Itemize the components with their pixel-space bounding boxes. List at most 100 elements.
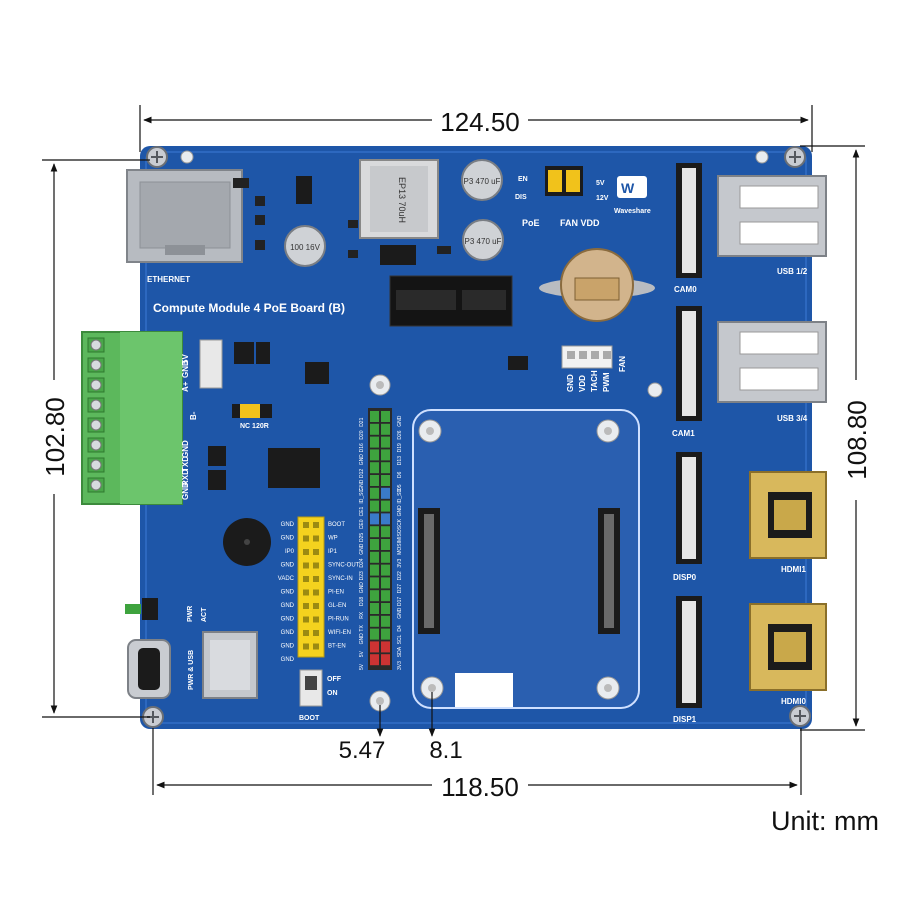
gpio-pin <box>370 436 390 448</box>
disp1-connector <box>676 596 702 708</box>
gpio-pin-label: GND <box>397 607 403 619</box>
capacitor-3: 100 16V <box>284 225 326 267</box>
gpio-mounting-hole-icon <box>369 690 391 712</box>
svg-text:PoE: PoE <box>522 218 540 228</box>
gpio-pin-label: D20 <box>359 430 365 439</box>
terminal-label: 5V <box>181 354 190 364</box>
svg-text:FAN VDD: FAN VDD <box>560 218 600 228</box>
svg-text:W: W <box>621 180 635 196</box>
buzzer <box>223 518 271 566</box>
terminal-screw-icon <box>87 337 105 353</box>
svg-text:5V: 5V <box>596 180 605 187</box>
poe-transformer: EP13 70uH <box>359 159 439 239</box>
gpio-pin-label: CE0 <box>359 519 365 529</box>
svg-text:EP13 70uH: EP13 70uH <box>397 177 407 223</box>
gpio-pin-label: GND <box>359 582 365 594</box>
jumper-pin-label: GND <box>281 590 295 596</box>
svg-text:HDMI0: HDMI0 <box>781 697 806 706</box>
gpio-pin <box>370 526 390 538</box>
svg-text:OFF: OFF <box>327 676 342 683</box>
gpio-pin <box>370 603 390 614</box>
gpio-pin-label: D5 <box>397 484 403 491</box>
usb-port-3-4 <box>717 321 827 403</box>
internal-usb-port <box>202 631 258 699</box>
gpio-pin-label: GND <box>359 633 365 645</box>
jumper-pin-label: GND <box>281 630 295 636</box>
svg-text:DISP0: DISP0 <box>673 573 697 582</box>
jumper-pin-label: WP <box>328 536 338 542</box>
usb-c-port <box>127 639 171 699</box>
top-width-label: 124.50 <box>440 107 520 137</box>
svg-text:12V: 12V <box>596 195 609 202</box>
svg-text:PWR & USB: PWR & USB <box>188 650 195 690</box>
cm4-mounting-hole-icon <box>596 419 620 443</box>
unit-label: Unit: mm <box>771 806 879 836</box>
gpio-pin-label: GND <box>359 479 365 491</box>
terminal-screw-icon <box>87 417 105 433</box>
terminal-label: A+ <box>181 381 190 392</box>
terminal-screw-icon <box>87 477 105 493</box>
jumper-pin-label: BOOT <box>328 522 345 528</box>
svg-text:P3 470 uF: P3 470 uF <box>465 237 502 246</box>
hdmi1-port <box>749 471 827 559</box>
gpio-pin-label: TX <box>359 625 365 632</box>
gpio-pin <box>370 423 390 435</box>
gpio-pin <box>370 628 390 640</box>
jumper-pin-label: GND <box>281 644 295 650</box>
gpio-pin <box>370 462 390 474</box>
jumper-pin-label: GL-EN <box>328 603 346 609</box>
svg-text:NC 120R: NC 120R <box>240 423 269 430</box>
gpio-pin-label: D24 <box>359 558 365 567</box>
bottom-width-label: 118.50 <box>441 772 519 802</box>
svg-text:DISP1: DISP1 <box>673 715 697 724</box>
jumper-pin-label: VADC <box>278 576 295 582</box>
gpio-pin-label: GND <box>397 505 403 517</box>
gpio-pin-label: D4 <box>397 625 403 632</box>
board-title: Compute Module 4 PoE Board (B) <box>153 301 345 315</box>
gpio-pin <box>370 449 390 461</box>
terminal-screw-icon <box>87 457 105 473</box>
dimension-lines <box>42 105 865 795</box>
terminal-label: RXD <box>181 469 190 486</box>
jumper-pin-label: SYNC-IN <box>328 576 353 582</box>
gpio-pins <box>370 411 390 666</box>
svg-text:CAM1: CAM1 <box>672 429 695 438</box>
gpio-pin <box>370 615 390 627</box>
svg-text:DIS: DIS <box>515 194 527 201</box>
jumper-pin-label: IP1 <box>328 549 338 555</box>
gpio-pin-label: D17 <box>397 597 403 606</box>
boot-switch <box>299 669 323 707</box>
rs485-jumper <box>232 404 272 418</box>
svg-text:100 16V: 100 16V <box>290 243 320 252</box>
gpio-pin-label: D12 <box>359 469 365 478</box>
fan-pin-label: TACH <box>590 370 599 392</box>
jumper-right-labels: BOOTWPIP1SYNC-OUTSYNC-INPI-ENGL-ENPI-RUN… <box>328 522 360 650</box>
gpio-pin-label: SDA <box>397 646 403 657</box>
terminal-screw-icon <box>87 377 105 393</box>
disp0-connector <box>676 452 702 564</box>
jumper-pin-label: PI-RUN <box>328 617 349 623</box>
rtc-battery <box>539 248 655 322</box>
mounting-screw-icon <box>146 146 168 168</box>
jumper-pin-label: IP0 <box>285 549 295 555</box>
cam1-connector <box>676 306 702 421</box>
gpio-pin-label: GND <box>359 454 365 466</box>
gpio-pin-label: D25 <box>359 533 365 542</box>
ethernet-label: ETHERNET <box>147 275 190 284</box>
hdmi0-port <box>749 603 827 691</box>
terminal-screw-icon <box>87 357 105 373</box>
terminal-screws <box>87 337 105 493</box>
svg-text:FAN: FAN <box>618 356 627 372</box>
svg-text:PWR: PWR <box>187 606 194 622</box>
svg-text:B-: B- <box>189 411 198 420</box>
cam0-connector <box>676 163 702 278</box>
svg-text:ON: ON <box>327 690 338 697</box>
jumper-pin-label: GND <box>281 617 295 623</box>
gpio-pin-label: MISO <box>397 529 403 542</box>
gpio-pin <box>370 500 390 512</box>
gpio-pin <box>370 590 390 602</box>
gpio-pin-label: D19 <box>397 443 403 452</box>
jumper-pin-label: BT-EN <box>328 644 346 650</box>
